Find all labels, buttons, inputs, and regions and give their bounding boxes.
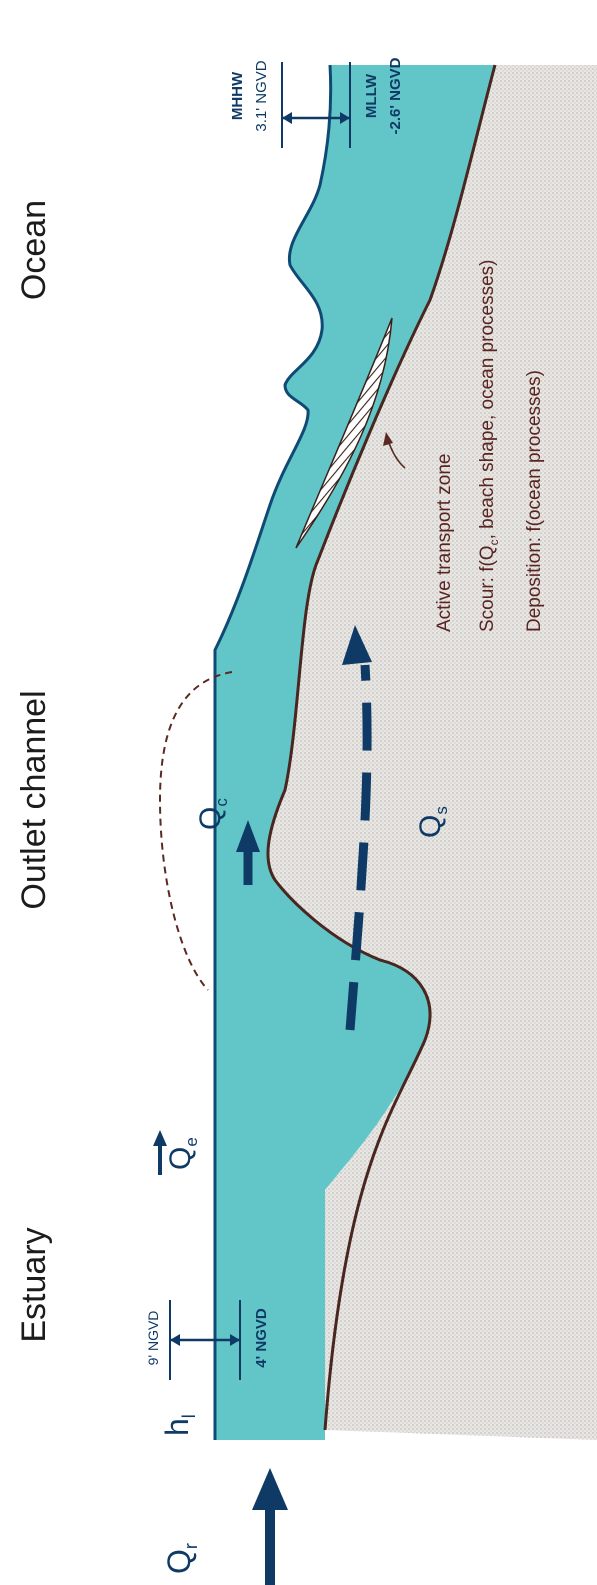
mllw-value-label: -2.6' NGVD xyxy=(387,57,404,134)
mllw-label: MLLW xyxy=(363,73,380,118)
river-inflow-arrow xyxy=(252,1468,288,1585)
active-transport-zone-label: Active transport zone xyxy=(434,454,455,632)
region-label-outlet-channel: Outlet channel xyxy=(15,690,53,909)
mhhw-label: MHHW xyxy=(229,71,246,120)
region-label-estuary: Estuary xyxy=(15,1227,53,1342)
estuary-lower-level-label: 4' NGVD xyxy=(253,1308,270,1368)
evaporation-symbol: Qe xyxy=(164,1137,201,1170)
estuary-depth-symbol: hl xyxy=(159,1414,199,1436)
scour-note: Scour: f(Qc, beach shape, ocean processe… xyxy=(477,260,501,632)
deposition-note: Deposition: f(ocean processes) xyxy=(524,370,545,632)
region-label-ocean: Ocean xyxy=(15,200,53,300)
estuary-upper-level-label: 9' NGVD xyxy=(145,1311,161,1366)
channel-flow-symbol: Qc xyxy=(194,798,231,830)
river-inflow-symbol: Qr xyxy=(161,1543,201,1574)
mhhw-value-label: 3.1' NGVD xyxy=(253,60,270,131)
